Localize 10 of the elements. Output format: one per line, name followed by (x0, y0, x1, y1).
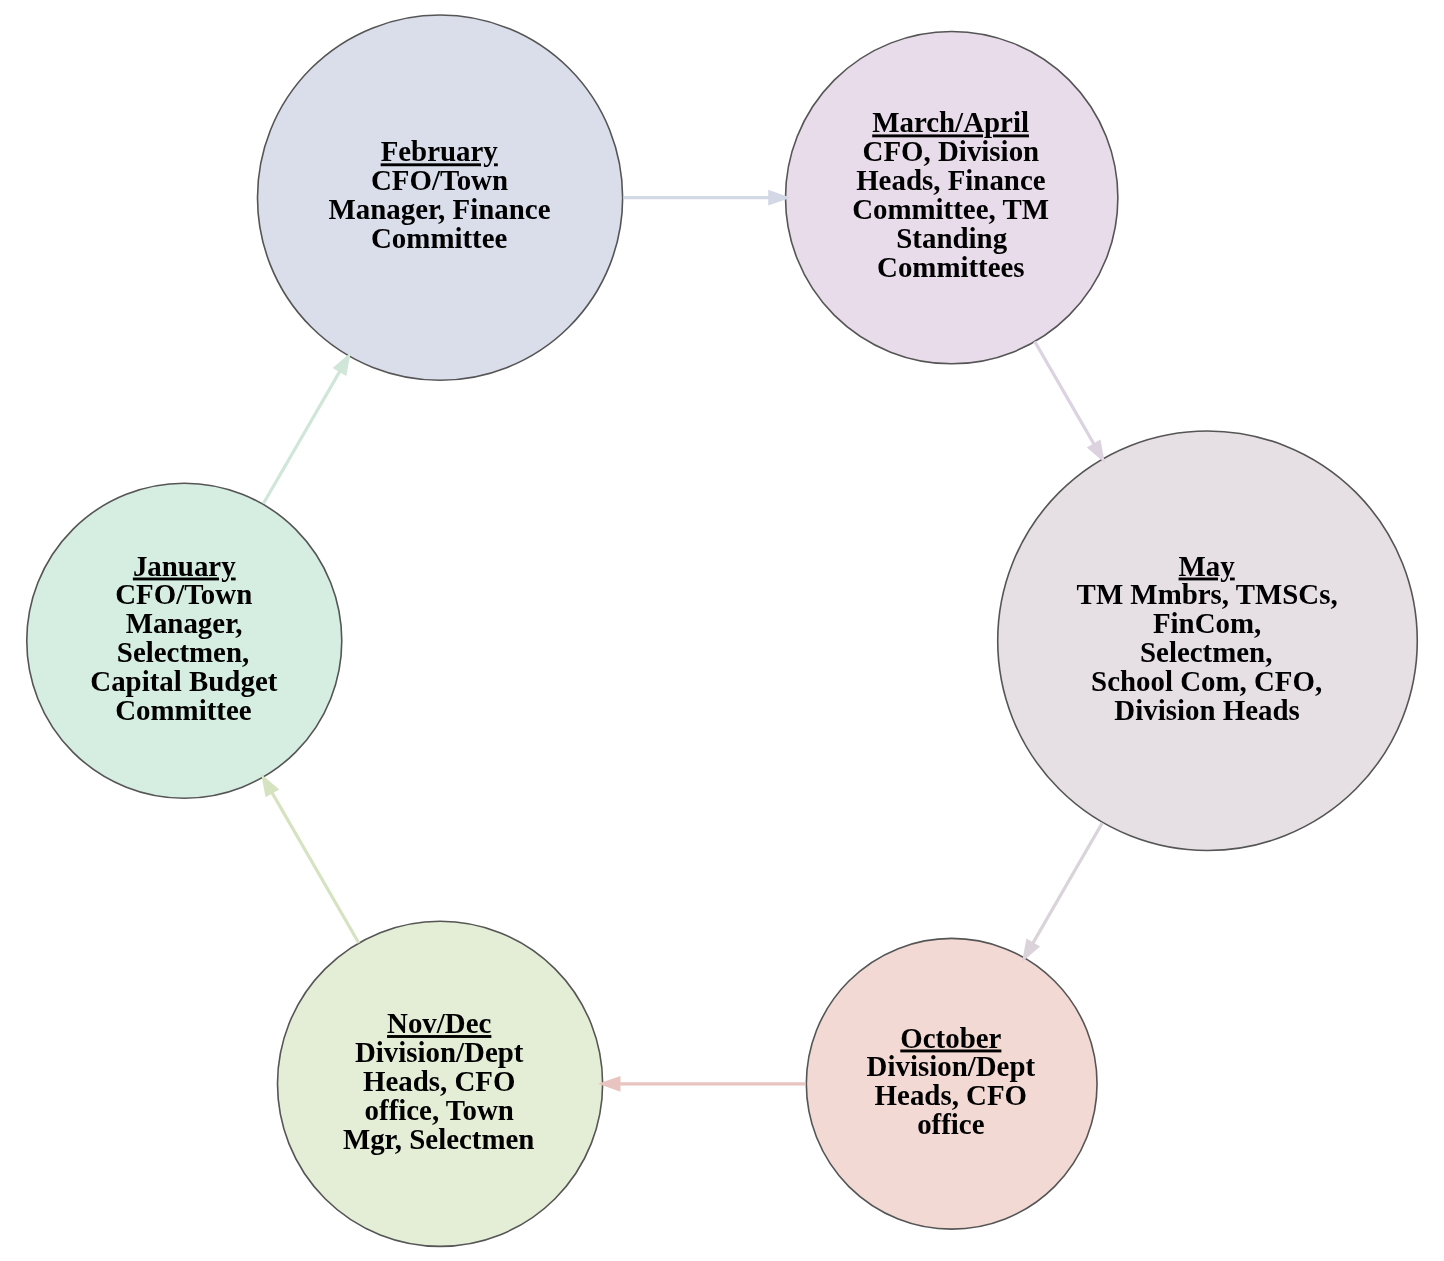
arrow (261, 773, 361, 944)
node-circle: Nov/Dec Division/Dept Heads, CFO office, Town Mgr, Selectmen (276, 920, 604, 1248)
arrow (597, 1075, 806, 1092)
node-circle: February CFO/Town Manager, Finance Committee (256, 14, 624, 381)
node-circle: May TM Mmbrs, TMSCs, FinCom, Selectmen, School Com, CFO, Division Heads (996, 430, 1419, 852)
arrow (1033, 340, 1105, 463)
arrow (1022, 822, 1104, 962)
arrow (262, 352, 351, 505)
arrow (623, 189, 791, 206)
node-circle: March/April CFO, Division Heads, Finance Committee, TM Standing Committees (784, 30, 1119, 365)
